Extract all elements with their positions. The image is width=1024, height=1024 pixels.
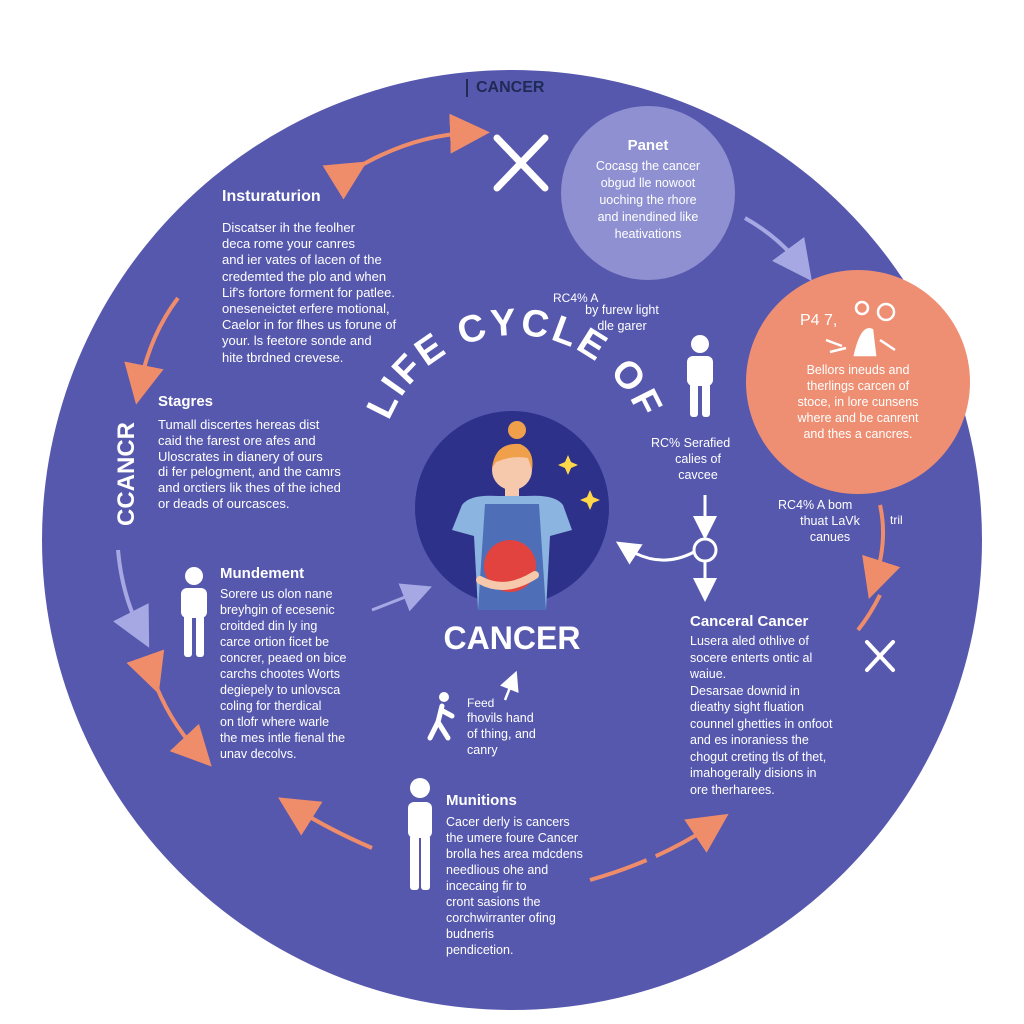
people-group-icon <box>825 300 896 357</box>
woman-figure-icon <box>452 421 572 610</box>
person-standing-icon <box>181 567 207 657</box>
center-label: CANCER <box>443 620 581 656</box>
sparkle-icon <box>558 455 578 475</box>
insturation-body: Discatser ih the feolher deca rome your … <box>222 220 397 365</box>
insturation-title: Insturaturion <box>222 188 321 205</box>
munitions-title: Munitions <box>446 792 517 809</box>
stat-3-body: thuat LaVk canues <box>800 514 860 544</box>
cycle-arrow-right-lower <box>856 594 882 632</box>
mundement-body: Sorere us olon nane breyhgin of ecesenic… <box>220 587 347 761</box>
stagres-body: Tumall discertes hereas dist caid the fa… <box>158 417 341 511</box>
person-standing-icon <box>408 778 432 890</box>
cycle-arrow-left-upper <box>124 296 180 405</box>
stat-3-title: RC4% A bom <box>778 498 853 512</box>
orange-panel-body: Bellors ineuds and therlings carcen of s… <box>797 363 919 441</box>
cycle-arrow-right <box>862 504 901 600</box>
feed-title: Feed <box>467 696 495 710</box>
person-walking-icon <box>427 692 455 741</box>
cycle-arrow-top <box>322 113 490 200</box>
cycle-arrow-left-middle <box>113 549 150 648</box>
munitions-body: Cacer derly is cancers the umere foure C… <box>446 815 583 957</box>
orange-panel-title: P4 7, <box>800 312 838 329</box>
sparkle-icon <box>580 490 600 510</box>
panet-panel-circle <box>561 106 735 280</box>
orange-panel-circle <box>746 270 970 494</box>
cycle-arrow-top-right <box>744 216 812 282</box>
mundement-title: Mundement <box>220 565 305 582</box>
cycle-arrow-bottom-right <box>589 813 729 882</box>
panet-title: Panet <box>627 137 669 154</box>
canceral-title: Canceral Cancer <box>690 613 809 630</box>
cycle-arrow-left-lower <box>126 649 212 767</box>
small-arrow-mundement <box>371 583 432 612</box>
stat-1-body: by furew light dle garer <box>585 303 659 333</box>
x-mark-icon <box>865 640 895 672</box>
person-standing-icon <box>687 335 713 417</box>
stagres-title: Stagres <box>158 393 214 410</box>
x-mark-icon <box>493 134 549 192</box>
canceral-body: Lusera aled othlive of socere enterts on… <box>690 634 833 797</box>
connector-arrow-left <box>615 541 695 565</box>
stat-2-body: calies of cavcee <box>675 452 721 482</box>
side-mark: tril <box>890 513 903 527</box>
feed-arrow <box>500 670 519 701</box>
feed-body: fhovils hand of thing, and canry <box>467 711 536 757</box>
top-label: CANCER <box>466 79 544 97</box>
stat-1-title: RC4% A <box>553 291 599 305</box>
panet-body: Cocasg the cancer obgud lle nowoot uochi… <box>595 159 701 241</box>
cycle-arrow-bottom-left <box>278 797 373 850</box>
stat-2-title: RC% Serafied <box>651 436 731 450</box>
side-label: CCANCR <box>113 422 140 526</box>
